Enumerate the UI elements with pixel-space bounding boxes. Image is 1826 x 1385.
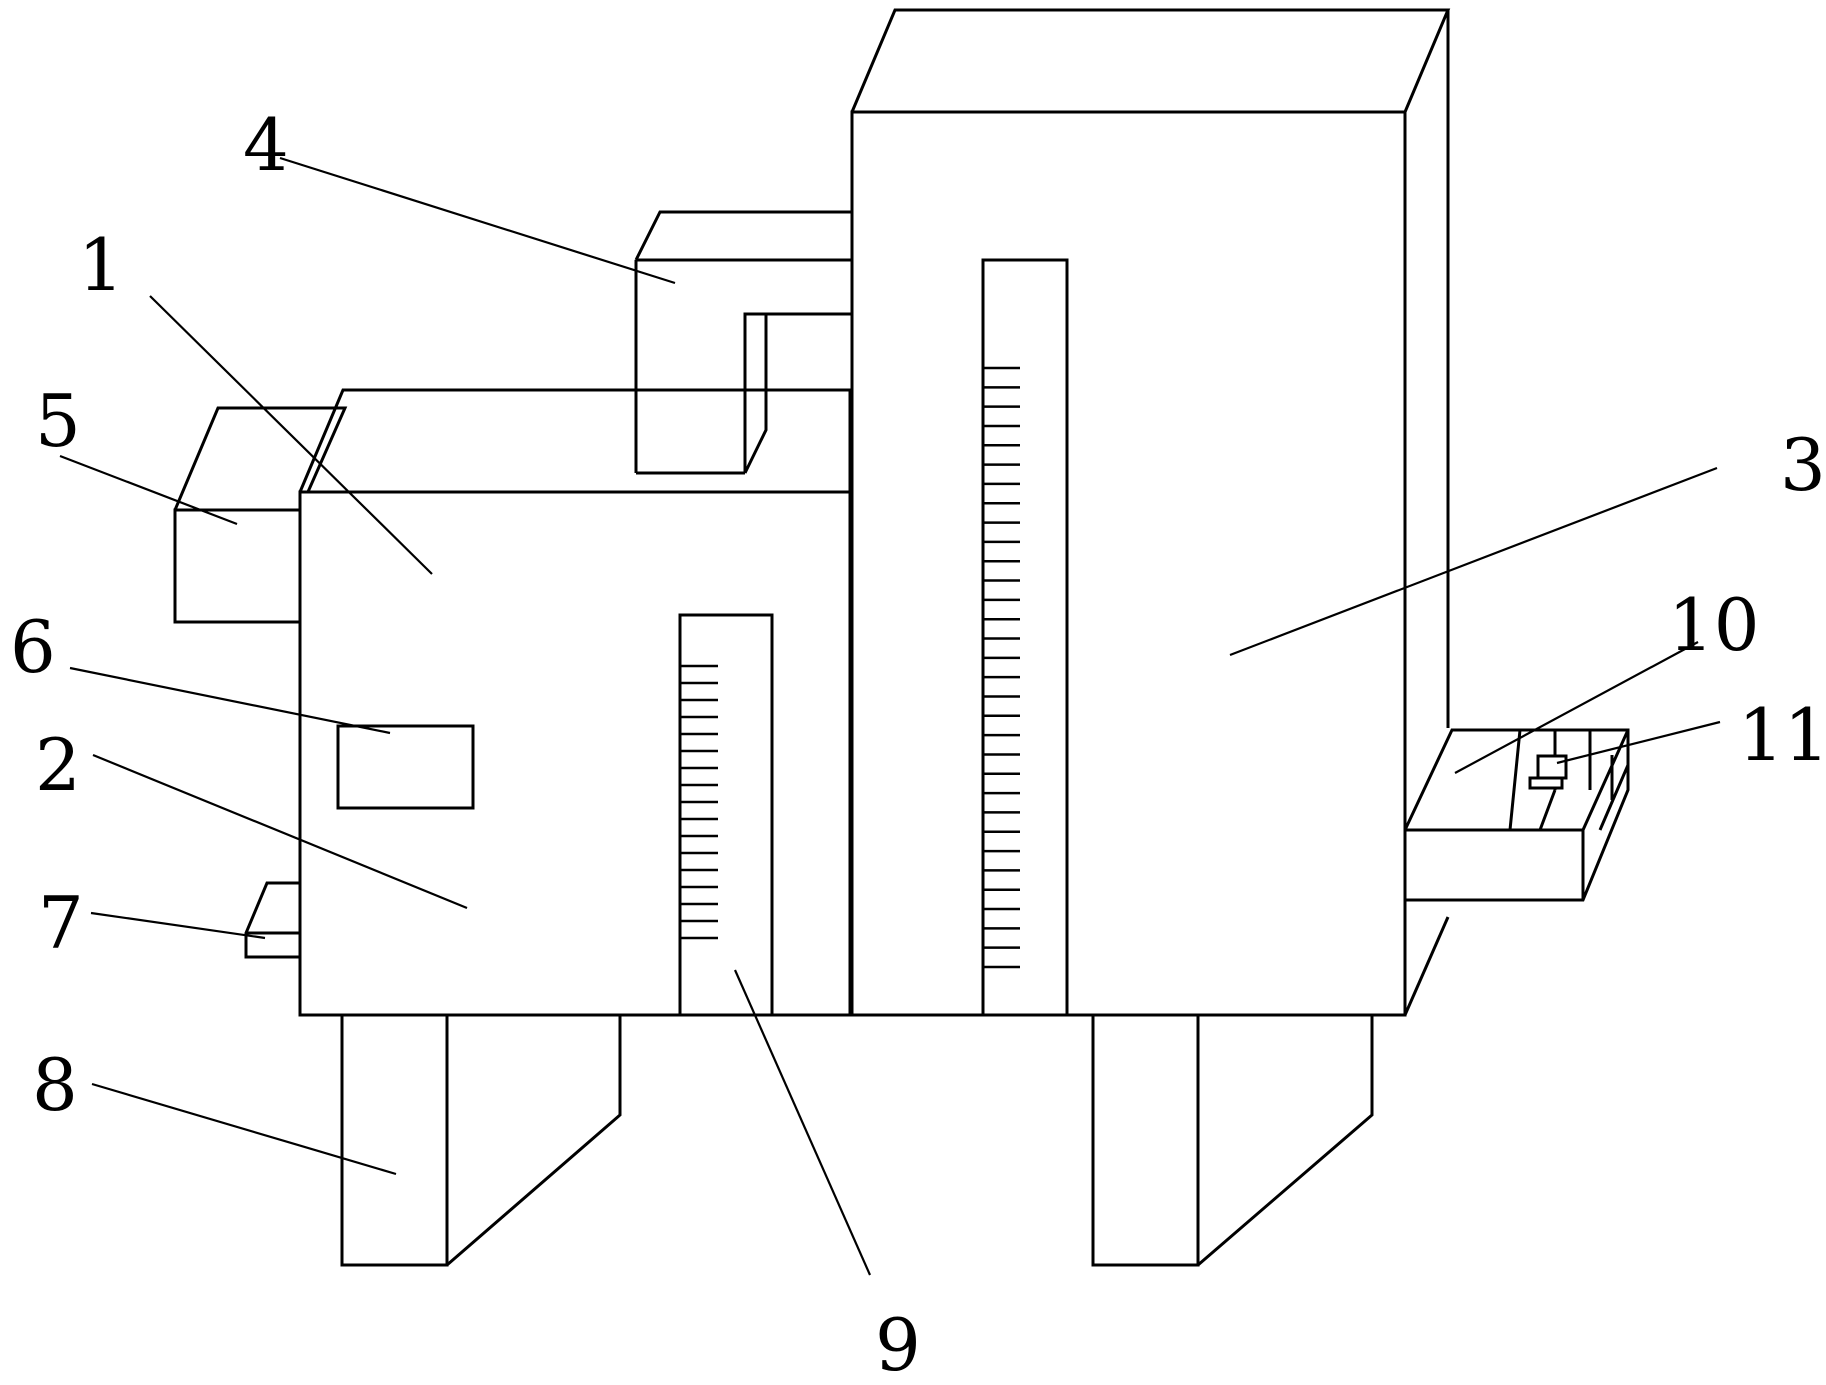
part-9-scale — [678, 613, 774, 1017]
leader-lines — [59, 156, 1721, 1276]
label-1: 1 — [78, 223, 124, 307]
leg-left — [340, 1013, 622, 1267]
label-8: 8 — [32, 1043, 78, 1127]
label-10: 10 — [1668, 583, 1760, 667]
label-2: 2 — [35, 723, 81, 807]
part-6-window — [336, 724, 475, 810]
leg-right — [1091, 1013, 1374, 1267]
label-11: 11 — [1738, 693, 1826, 777]
label-7: 7 — [38, 881, 84, 965]
part-3-housing — [850, 8, 1451, 1017]
label-6: 6 — [10, 605, 56, 689]
part-10-drawer — [1403, 728, 1630, 902]
part-7-tab — [244, 881, 300, 959]
right-scale-ticks — [983, 366, 1020, 969]
part-4-connector — [634, 210, 852, 475]
left-scale-ticks — [680, 664, 718, 940]
label-4: 4 — [243, 103, 289, 187]
label-5: 5 — [35, 379, 81, 463]
label-9: 9 — [875, 1303, 921, 1385]
label-3: 3 — [1780, 423, 1826, 507]
